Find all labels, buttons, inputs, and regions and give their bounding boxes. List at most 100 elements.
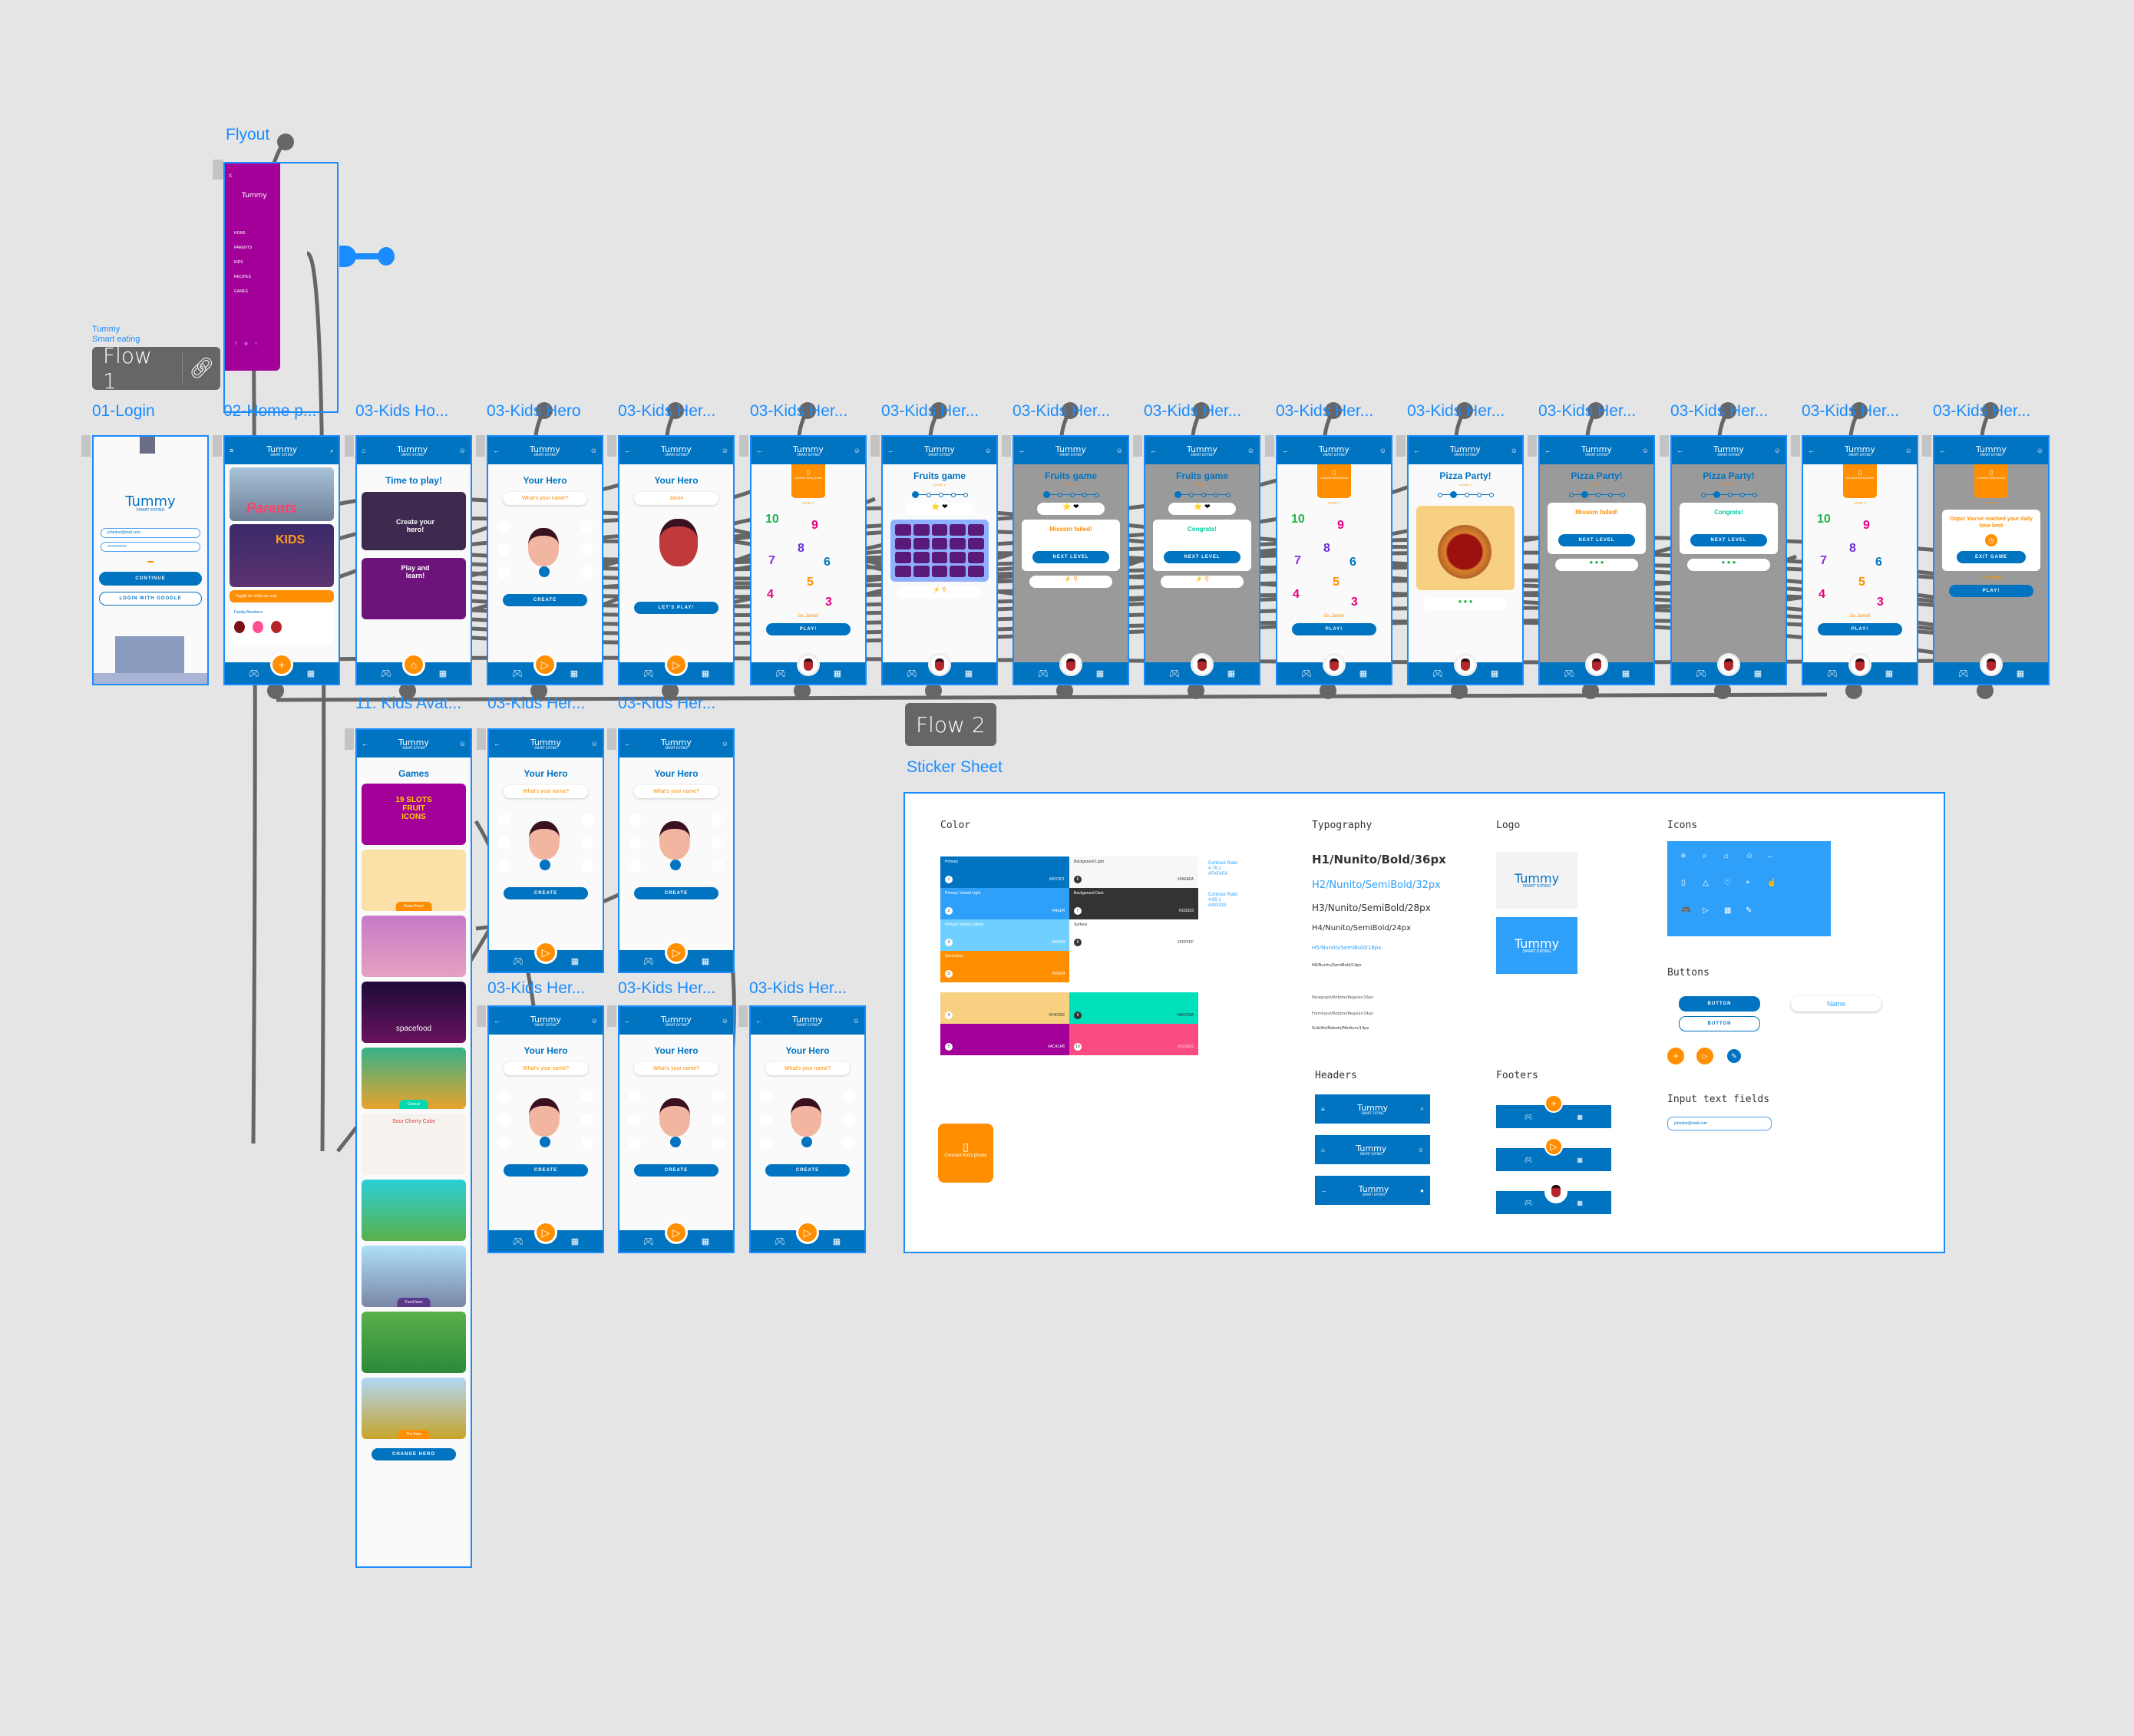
avatar[interactable] (928, 653, 951, 676)
profile-icon[interactable]: ☺ (721, 740, 728, 748)
profile-icon[interactable]: ☺ (590, 447, 597, 454)
level-number[interactable]: 8 (1323, 542, 1330, 555)
film-icon[interactable]: ▦ (1490, 668, 1499, 678)
hair-option[interactable] (498, 814, 510, 826)
color-swatch[interactable]: 5#AC41AB (940, 1024, 1069, 1055)
film-icon[interactable]: ▦ (1753, 668, 1762, 678)
back-arrow-icon[interactable]: ← (494, 740, 500, 748)
frame-label[interactable]: 03-Kids Her... (618, 695, 716, 712)
game-card[interactable] (362, 916, 466, 977)
home-fab[interactable]: ⌂ (402, 653, 425, 676)
level-number[interactable]: 4 (1293, 588, 1300, 601)
touch-icon[interactable] (801, 1137, 812, 1147)
connection-handle[interactable] (1320, 682, 1336, 699)
film-icon[interactable]: ▦ (701, 956, 710, 966)
frame-label[interactable]: 03-Kids Her... (1012, 402, 1111, 420)
profile-icon[interactable]: ☺ (590, 1017, 598, 1025)
play-fab[interactable]: ▷ (665, 653, 688, 676)
play-fab[interactable]: ▷ (534, 653, 557, 676)
level-number[interactable]: 8 (798, 542, 804, 555)
eye-option[interactable] (580, 543, 593, 556)
film-icon[interactable]: ▦ (1359, 668, 1368, 678)
add-fab-sample[interactable]: + (1667, 1048, 1684, 1064)
connection-handle[interactable] (925, 682, 942, 699)
level-number[interactable]: 3 (825, 596, 832, 609)
avatar[interactable] (797, 653, 820, 676)
eye-option[interactable] (712, 1114, 724, 1126)
child-use-toggle[interactable]: Toggle for child use only (230, 590, 334, 602)
connection-handle[interactable] (1587, 402, 1604, 419)
family-avatar[interactable] (234, 621, 245, 633)
hero-name-input[interactable]: Jamie (634, 492, 718, 505)
connection-handle[interactable] (1193, 402, 1210, 419)
profile-icon[interactable]: ☺ (458, 447, 466, 454)
avatar[interactable] (1191, 653, 1214, 676)
game-card[interactable]: Cheese (362, 1048, 466, 1109)
level-number[interactable]: 6 (824, 556, 831, 569)
film-icon[interactable]: ▦ (570, 956, 580, 966)
email-input[interactable]: johndoe@mail.com (101, 528, 200, 538)
flow-1-badge[interactable]: Flow 1 🔗︎ (92, 343, 220, 394)
profile-icon[interactable]: ☺ (1510, 447, 1518, 454)
gamepad-icon[interactable]: 🎮︎ (512, 956, 524, 966)
play-fab[interactable]: ▷ (534, 1221, 557, 1244)
back-arrow-icon[interactable]: ← (1544, 447, 1551, 454)
gamepad-icon[interactable]: 🎮︎ (643, 1236, 654, 1246)
password-input[interactable]: •••••••••••••• (101, 542, 200, 552)
eyebrow-option[interactable] (581, 1091, 593, 1103)
mouth-option[interactable] (629, 860, 641, 872)
gamepad-icon[interactable]: 🎮︎ (643, 668, 654, 678)
hero-action-button[interactable]: CREATE (765, 1164, 850, 1177)
frame-label[interactable]: 03-Kids Her... (1933, 402, 2031, 420)
mouth-option[interactable] (498, 860, 510, 872)
gamepad-icon[interactable]: 🎮︎ (1300, 668, 1312, 678)
connection-handle[interactable] (1982, 402, 1999, 419)
outline-button-sample[interactable]: BUTTON (1679, 1016, 1760, 1031)
play-button[interactable]: PLAY! (1292, 623, 1376, 635)
connection-handle[interactable] (399, 682, 416, 699)
frame-label[interactable]: 03-Kids Ho... (355, 402, 449, 420)
link-icon[interactable]: 🔗︎ (182, 353, 220, 384)
back-arrow-icon[interactable]: ← (756, 447, 763, 454)
play-button[interactable]: PLAY! (1949, 585, 2033, 597)
film-icon[interactable]: ▦ (306, 668, 315, 678)
profile-icon[interactable]: ☺ (721, 447, 728, 454)
level-number[interactable]: 6 (1349, 556, 1356, 569)
touch-icon[interactable] (670, 1137, 681, 1147)
connect-kids-phone-banner[interactable]: ▯Connect Kid's phone (791, 464, 825, 498)
gamepad-icon[interactable]: 🎮︎ (1826, 668, 1838, 678)
film-icon[interactable]: ▦ (964, 668, 973, 678)
search-icon[interactable]: ⌕ (329, 446, 334, 454)
eye-option[interactable] (712, 837, 724, 849)
level-number[interactable]: 10 (1817, 513, 1831, 526)
hero-action-button[interactable]: CREATE (504, 1164, 588, 1177)
eyebrow-option[interactable] (843, 1091, 855, 1103)
mouth-option[interactable] (498, 1137, 510, 1149)
game-card[interactable]: Food hero (362, 1246, 466, 1307)
gamepad-icon[interactable]: 🎮︎ (248, 668, 259, 678)
connection-handle[interactable] (1188, 682, 1204, 699)
film-icon[interactable]: ▦ (570, 668, 579, 678)
game-card[interactable]: Sour Cherry Cake (362, 1114, 466, 1175)
nose-option[interactable] (760, 1114, 772, 1126)
gamepad-icon[interactable]: 🎮︎ (906, 668, 917, 678)
level-number[interactable]: 4 (1819, 588, 1825, 601)
back-arrow-icon[interactable]: ← (624, 740, 631, 748)
gamepad-icon[interactable]: 🎮︎ (1168, 668, 1180, 678)
avatar[interactable] (1717, 653, 1740, 676)
color-swatch[interactable]: 10#E65A82 (1069, 1024, 1198, 1055)
frame-label[interactable]: 03-Kids Her... (487, 979, 586, 997)
level-number[interactable]: 8 (1849, 542, 1856, 555)
hair-option[interactable] (497, 520, 510, 533)
ear-option[interactable] (712, 1137, 724, 1149)
back-arrow-icon[interactable]: ← (493, 447, 500, 454)
connection-handle[interactable] (1851, 402, 1868, 419)
